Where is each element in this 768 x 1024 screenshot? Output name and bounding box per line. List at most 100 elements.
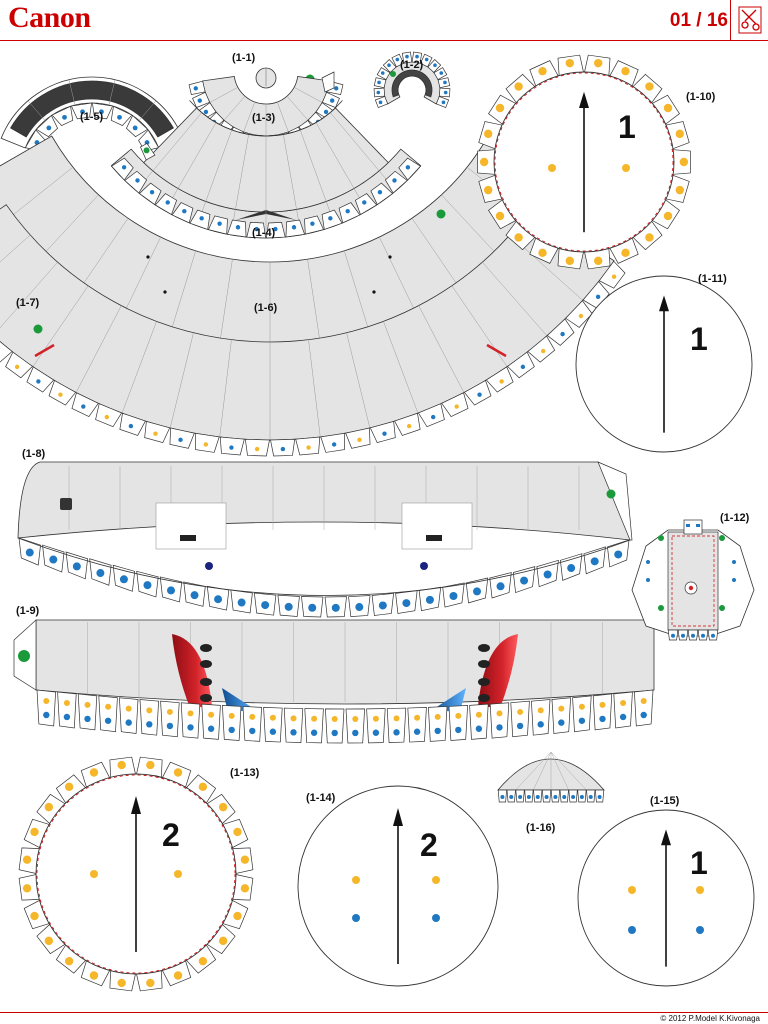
label-1-8: (1-8) — [22, 448, 46, 460]
glue-tab — [26, 366, 55, 393]
engine-mark — [200, 660, 212, 668]
glue-dot — [719, 605, 725, 611]
glue-dot — [640, 697, 647, 704]
part-1-10-disc — [477, 54, 691, 270]
glue-dot — [434, 727, 441, 735]
glue-tab — [332, 100, 343, 111]
glue-dot — [203, 109, 209, 115]
glue-dot — [495, 211, 505, 221]
glue-dot — [187, 724, 194, 731]
glue-dot — [237, 598, 246, 607]
glue-dot — [290, 715, 297, 722]
fold-line — [346, 332, 371, 429]
fold-line — [209, 87, 238, 103]
fold-line — [219, 259, 233, 345]
fold-line — [79, 218, 129, 290]
glue-tab — [321, 71, 335, 93]
glue-tab — [138, 182, 162, 206]
page-number: 01 / 16 — [669, 10, 728, 31]
glue-dot — [63, 699, 70, 706]
glue-tab — [119, 697, 139, 734]
glue-dot — [611, 274, 617, 279]
fold-line — [219, 339, 232, 438]
glue-dot — [538, 66, 547, 76]
alignment-mark — [388, 255, 392, 259]
glue-tab — [36, 689, 56, 727]
glue-dot — [376, 90, 381, 95]
fold-line — [169, 332, 194, 429]
glue-tab — [144, 420, 171, 444]
fold-line — [299, 129, 336, 226]
part-1-7 — [0, 204, 626, 457]
glue-dot — [454, 404, 459, 409]
glue-dot — [22, 884, 32, 893]
fold-line — [135, 112, 202, 191]
glue-dot — [443, 80, 447, 85]
glue-dot — [390, 71, 396, 77]
hatch — [60, 498, 72, 510]
glue-dot — [675, 129, 685, 139]
fold-line — [170, 250, 196, 334]
glue-dot — [306, 445, 311, 450]
glue-dot — [413, 728, 421, 735]
glue-dot — [352, 914, 360, 922]
glue-tab — [223, 126, 238, 133]
glue-dot — [331, 729, 338, 737]
fold-line — [441, 194, 501, 258]
glue-dot — [558, 719, 565, 726]
glue-tab — [201, 703, 221, 740]
glue-dot — [240, 855, 250, 864]
glue-dot — [89, 971, 99, 980]
glue-dot — [331, 442, 337, 447]
glue-dot — [284, 602, 293, 611]
glue-dot — [149, 189, 155, 195]
disc-number-1-15: 1 — [690, 845, 708, 881]
glue-tab — [683, 519, 703, 535]
glue-tab — [160, 700, 180, 738]
part-1-5 — [0, 76, 184, 152]
glue-dot — [125, 705, 132, 712]
glue-dot — [380, 71, 385, 75]
engine-mark — [200, 694, 212, 702]
glue-tab — [598, 260, 626, 289]
glue-dot — [362, 200, 367, 205]
glue-tab — [597, 461, 633, 541]
glue-dot — [345, 208, 350, 214]
fold-line — [307, 259, 321, 345]
fold-line — [330, 112, 397, 191]
glue-dot — [84, 715, 91, 723]
glue-dot — [691, 633, 695, 638]
glue-dot — [182, 208, 187, 214]
label-1-2: (1-2) — [400, 59, 424, 71]
glue-dot — [658, 535, 664, 541]
part-1-9 — [13, 619, 655, 744]
label-1-6: (1-6) — [254, 302, 278, 314]
glue-dot — [377, 80, 381, 85]
cut-line — [671, 535, 715, 627]
glue-dot — [646, 560, 650, 564]
glue-dot — [328, 216, 333, 221]
glue-tab — [366, 708, 386, 744]
glue-dot — [352, 715, 359, 722]
glue-dot — [249, 727, 256, 735]
glue-tab — [546, 318, 575, 346]
tail-marker — [688, 585, 694, 591]
glue-dot — [499, 379, 504, 384]
glue-dot — [249, 713, 256, 720]
livery-red-tail — [172, 634, 212, 708]
fold-line — [27, 100, 46, 121]
glue-dot — [696, 886, 704, 894]
fold-line — [383, 321, 419, 414]
cut-line — [494, 72, 674, 252]
engine-mark — [478, 678, 490, 686]
glue-dot — [190, 591, 199, 600]
glue-dot — [514, 82, 523, 91]
disc-number-1-14: 2 — [420, 827, 438, 863]
glue-dot — [146, 707, 153, 714]
direction-arrow-head — [393, 808, 403, 826]
glue-dot — [455, 712, 462, 719]
fold-line — [196, 129, 233, 226]
glue-dot — [218, 936, 228, 946]
glue-dot — [117, 978, 126, 988]
